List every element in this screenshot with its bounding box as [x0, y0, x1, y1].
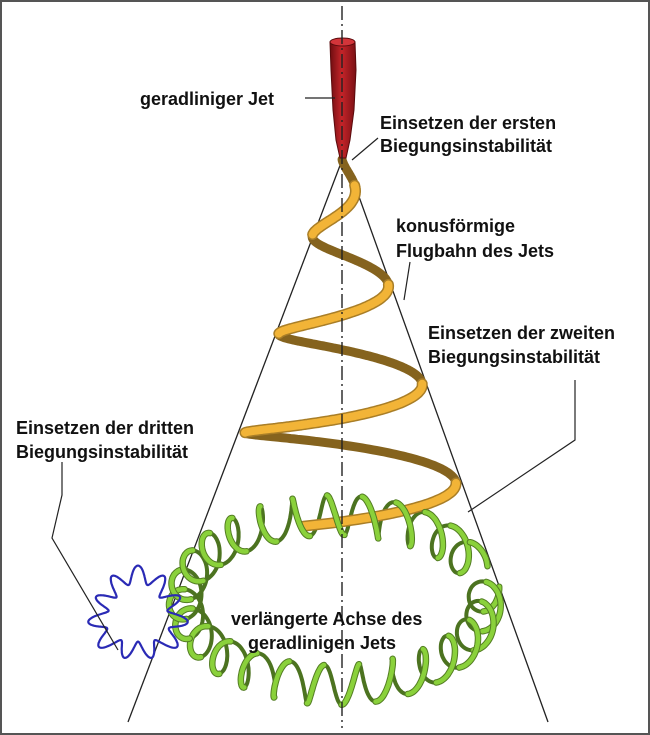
yellow-coil-front-0	[313, 185, 356, 234]
label-third-onset-line2: Biegungsinstabilität	[16, 441, 188, 463]
yellow-coil-back-3	[245, 433, 456, 483]
label-cone-line2: Flugbahn des Jets	[396, 240, 554, 262]
label-first-onset-line1: Einsetzen der ersten	[380, 112, 556, 134]
label-third-onset-line1: Einsetzen der dritten	[16, 417, 194, 439]
green-coil-back-8	[289, 661, 307, 703]
label-straight-jet: geradliniger Jet	[140, 88, 274, 110]
label-axis-line2: geradlinigen Jets	[248, 632, 396, 654]
yellow-coil-back-1	[312, 235, 388, 285]
label-first-onset-line2: Biegungsinstabilität	[380, 135, 552, 157]
green-coil-back-19	[277, 499, 293, 542]
label-cone-line1: konusförmige	[396, 215, 515, 237]
leader-cone	[404, 262, 410, 300]
green-coil-back-0	[469, 581, 486, 611]
label-second-onset-line1: Einsetzen der zweiten	[428, 322, 615, 344]
yellow-coil-back-2	[279, 334, 423, 384]
straight-jet-tube	[330, 42, 356, 158]
leader-third-onset	[52, 462, 118, 650]
label-axis-line1: verlängerte Achse des	[231, 608, 422, 630]
green-coil-back-6	[359, 664, 376, 702]
green-coil-back-7	[324, 665, 341, 705]
label-second-onset-line2: Biegungsinstabilität	[428, 346, 600, 368]
leader-first-onset	[352, 138, 378, 160]
green-coil-front-9	[274, 661, 290, 697]
leader-second-onset	[468, 380, 575, 512]
